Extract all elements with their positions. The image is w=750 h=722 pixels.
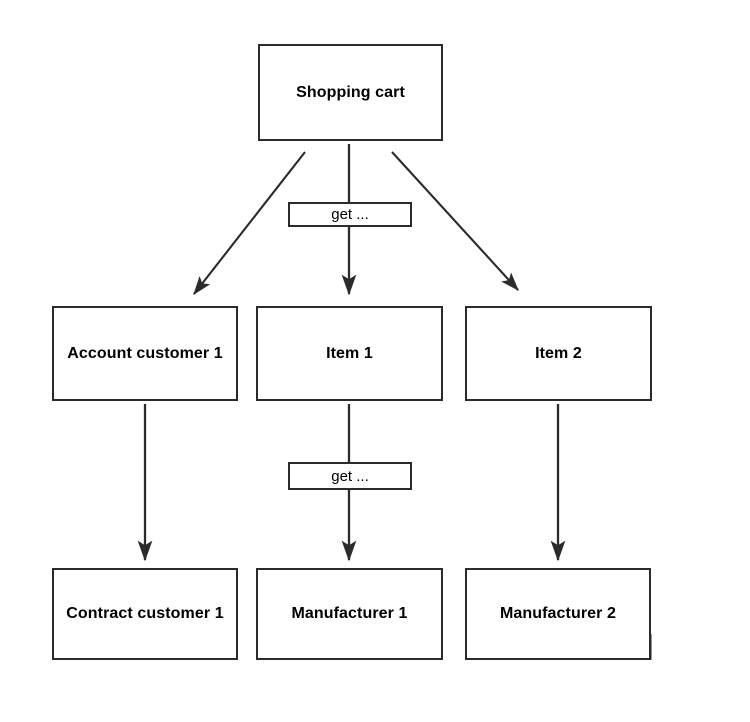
node-label-shopping-cart: Shopping cart [296, 83, 405, 101]
node-item-1[interactable]: Item 1 [256, 306, 443, 401]
node-account-customer-1[interactable]: Account customer 1 [52, 306, 238, 401]
node-label-manufacturer-1: Manufacturer 1 [291, 605, 408, 622]
node-label-account-customer-1: Account customer 1 [67, 344, 223, 362]
node-label-manufacturer-2: Manufacturer 2 [499, 605, 617, 622]
node-manufacturer-1[interactable]: Manufacturer 1 [256, 568, 443, 660]
node-label-item-1: Item 1 [326, 344, 373, 362]
node-contract-customer-1[interactable]: Contract customer 1 [52, 568, 238, 660]
node-shopping-cart[interactable]: Shopping cart [258, 44, 443, 141]
edge-label-text-get-top: get ... [331, 206, 369, 223]
edge-label-get-top[interactable]: get ... [288, 202, 412, 227]
node-label-contract-customer-1: Contract customer 1 [66, 605, 224, 622]
edge-label-text-get-middle: get ... [331, 467, 369, 485]
node-manufacturer-2[interactable]: Manufacturer 2 [465, 568, 651, 660]
node-label-item-2: Item 2 [535, 344, 582, 362]
edge-label-get-middle[interactable]: get ... [288, 462, 412, 490]
node-item-2[interactable]: Item 2 [465, 306, 652, 401]
